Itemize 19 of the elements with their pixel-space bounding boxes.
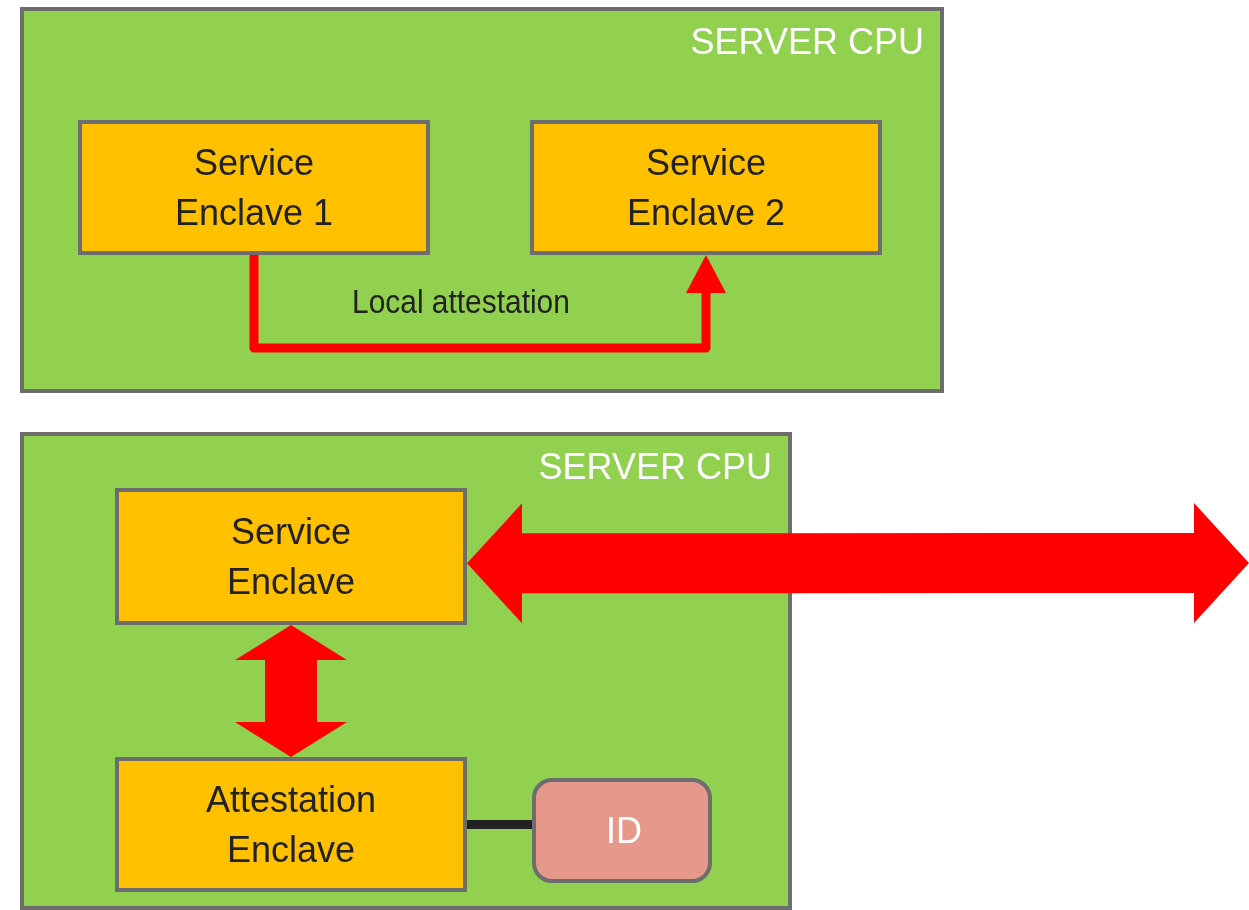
connector-line	[467, 820, 532, 829]
arrow	[249, 255, 726, 353]
enclave-box	[78, 120, 430, 255]
box-label: Service Enclave 1	[173, 140, 335, 235]
edge-label: Local attestation	[352, 282, 570, 321]
box-label: Service Enclave	[225, 509, 357, 604]
double-arrow	[467, 503, 1249, 624]
id-box	[532, 778, 712, 883]
box-label: ID	[605, 808, 643, 853]
double-arrow	[235, 625, 347, 757]
cpu-panel	[20, 432, 792, 910]
panel-title: SERVER CPU	[538, 446, 772, 488]
box-label: Service Enclave 2	[625, 140, 787, 235]
cpu-panel	[20, 7, 944, 393]
panel-title: SERVER CPU	[690, 21, 924, 63]
box-label: Attestation Enclave	[204, 777, 378, 872]
enclave-box	[115, 488, 467, 625]
enclave-box	[530, 120, 882, 255]
enclave-box	[115, 757, 467, 892]
